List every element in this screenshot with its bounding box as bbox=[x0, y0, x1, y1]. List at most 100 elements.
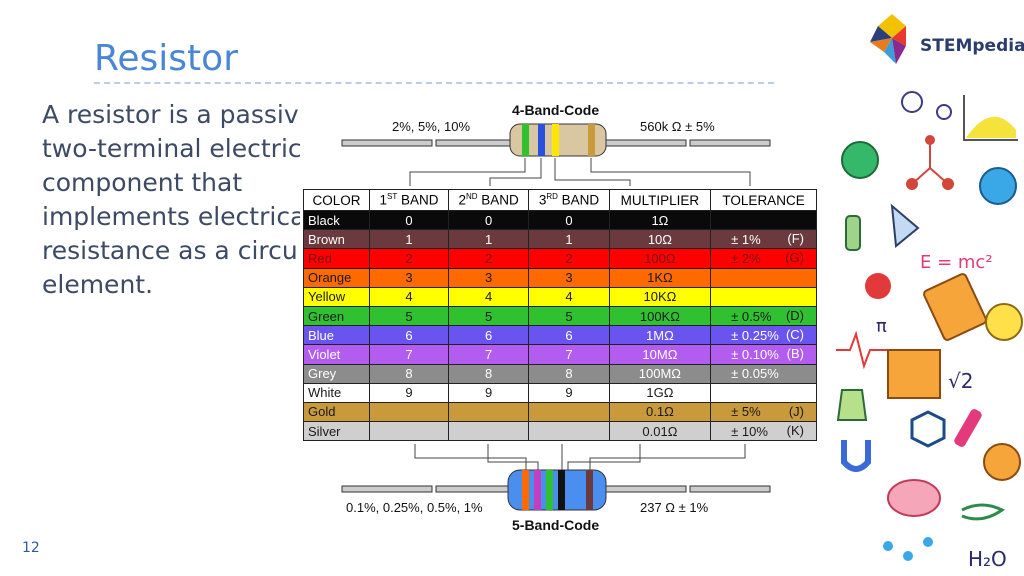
table-header-row: COLOR 1ST BAND 2ND BAND 3RD BAND MULTIPL… bbox=[302, 189, 817, 211]
rocket-icon bbox=[890, 203, 920, 248]
tolerance-value: ± 1% bbox=[731, 231, 761, 247]
multiplier-cell: 100KΩ bbox=[608, 305, 712, 327]
stempedia-logo-icon bbox=[870, 14, 906, 64]
header-band-3: 3RD BAND bbox=[528, 189, 610, 211]
band-2-cell: 4 bbox=[447, 286, 530, 307]
band-1-cell: 2 bbox=[369, 248, 449, 269]
band-1-cell bbox=[369, 421, 449, 442]
band-1-cell: 1 bbox=[369, 229, 449, 250]
magnet-icon bbox=[841, 440, 871, 472]
four-band-resistor-diagram bbox=[341, 123, 771, 186]
five-band-tolerance-values: 0.1%, 0.25%, 0.5%, 1% bbox=[346, 500, 483, 515]
band-3-cell bbox=[528, 421, 610, 442]
molecule-icon bbox=[883, 537, 933, 561]
multiplier-cell: 1MΩ bbox=[608, 325, 712, 346]
body-line: resistance as a circuit bbox=[42, 236, 315, 265]
multiplier-cell: 10KΩ bbox=[608, 286, 712, 307]
tolerance-letter: (B) bbox=[786, 346, 804, 362]
band-3-cell: 3 bbox=[528, 267, 610, 288]
band-1-cell bbox=[369, 401, 449, 423]
planet-icon bbox=[983, 443, 1021, 481]
color-name: Brown bbox=[302, 229, 371, 250]
four-band-title: 4-Band-Code bbox=[512, 102, 600, 118]
brain-icon bbox=[887, 479, 941, 517]
tolerance-letter: (F) bbox=[787, 231, 804, 247]
tolerance-value: ± 10% bbox=[731, 423, 768, 439]
tolerance-letter: (G) bbox=[785, 250, 804, 266]
band-2-cell: 1 bbox=[447, 229, 530, 250]
band-2-cell bbox=[447, 421, 530, 442]
science-doodles: E = mc² π √2 H₂O bbox=[836, 91, 1023, 571]
body-line: implements electrical bbox=[42, 202, 313, 231]
multiplier-cell: 1GΩ bbox=[608, 382, 712, 403]
color-name: White bbox=[302, 382, 371, 403]
tolerance-cell bbox=[710, 286, 817, 307]
color-name: Green bbox=[302, 305, 371, 327]
tolerance-value: ± 0.5% bbox=[731, 308, 772, 324]
abacus-icon bbox=[887, 349, 941, 399]
band-1-cell: 9 bbox=[369, 382, 449, 403]
tolerance-value: ± 0.05% bbox=[731, 366, 779, 382]
body-line: element. bbox=[42, 270, 154, 299]
header-band-1: 1ST BAND bbox=[369, 189, 449, 211]
tolerance-cell: ± 1% (F) bbox=[710, 229, 817, 250]
color-name: Violet bbox=[302, 344, 371, 365]
tolerance-cell bbox=[710, 382, 817, 403]
color-name: Orange bbox=[302, 267, 371, 288]
globe-icon bbox=[979, 167, 1017, 205]
color-name: Gold bbox=[302, 401, 371, 423]
band-3-cell: 2 bbox=[528, 248, 610, 269]
color-name: Grey bbox=[302, 363, 371, 384]
color-name: Blue bbox=[302, 325, 371, 346]
chart-icon bbox=[963, 95, 1018, 141]
body-line: two-terminal electrical bbox=[42, 134, 322, 163]
hexagon-molecule-icon bbox=[910, 410, 946, 448]
multiplier-cell: 1KΩ bbox=[608, 267, 712, 288]
band-3-cell bbox=[528, 401, 610, 423]
tolerance-letter: (D) bbox=[785, 307, 804, 323]
band-1-cell: 3 bbox=[369, 267, 449, 288]
multiplier-cell: 10MΩ bbox=[608, 344, 712, 365]
multiplier-cell: 100Ω bbox=[608, 248, 712, 269]
four-band-example-value: 560k Ω ± 5% bbox=[640, 119, 715, 134]
body-line: component that bbox=[42, 168, 243, 197]
multiplier-cell: 10Ω bbox=[608, 229, 712, 250]
band-2-cell: 6 bbox=[447, 325, 530, 346]
band-1-cell: 0 bbox=[369, 209, 449, 231]
tolerance-cell: ± 0.05% bbox=[710, 363, 817, 384]
band-3-cell: 1 bbox=[528, 229, 610, 250]
band-2-cell: 8 bbox=[447, 363, 530, 384]
band-3-cell: 0 bbox=[528, 209, 610, 231]
resistor-color-code-figure: 4-Band-Code 2%, 5%, 10% 560k Ω ± 5% COLO… bbox=[300, 100, 820, 535]
slide-title: Resistor bbox=[94, 38, 238, 79]
plant-icon bbox=[845, 215, 861, 251]
svg-text:E = mc²: E = mc² bbox=[920, 252, 993, 273]
multiplier-cell: 0.1Ω bbox=[608, 401, 712, 423]
band-3-cell: 6 bbox=[528, 325, 610, 346]
color-name: Black bbox=[302, 209, 371, 231]
tolerance-value: ± 2% bbox=[731, 250, 761, 266]
molecule-icon bbox=[906, 135, 954, 190]
band-3-cell: 5 bbox=[528, 305, 610, 327]
apple-icon bbox=[865, 273, 891, 299]
band-1-cell: 6 bbox=[369, 325, 449, 346]
logo-text: STEMpedia bbox=[920, 36, 1024, 56]
color-name: Silver bbox=[302, 421, 371, 442]
multiplier-cell: 1Ω bbox=[608, 209, 712, 231]
page-number: 12 bbox=[22, 540, 40, 556]
tolerance-cell: ± 2% (G) bbox=[710, 248, 817, 269]
color-code-table: COLOR 1ST BAND 2ND BAND 3RD BAND MULTIPL… bbox=[302, 189, 817, 442]
multiplier-cell: 100MΩ bbox=[608, 363, 712, 384]
band-2-cell: 0 bbox=[447, 209, 530, 231]
h2o-icon: H₂O bbox=[968, 547, 1007, 571]
tolerance-cell: ± 0.10%(B) bbox=[710, 344, 817, 365]
five-band-example-value: 237 Ω ± 1% bbox=[640, 500, 709, 515]
tolerance-cell: ± 0.25%(C) bbox=[710, 325, 817, 346]
